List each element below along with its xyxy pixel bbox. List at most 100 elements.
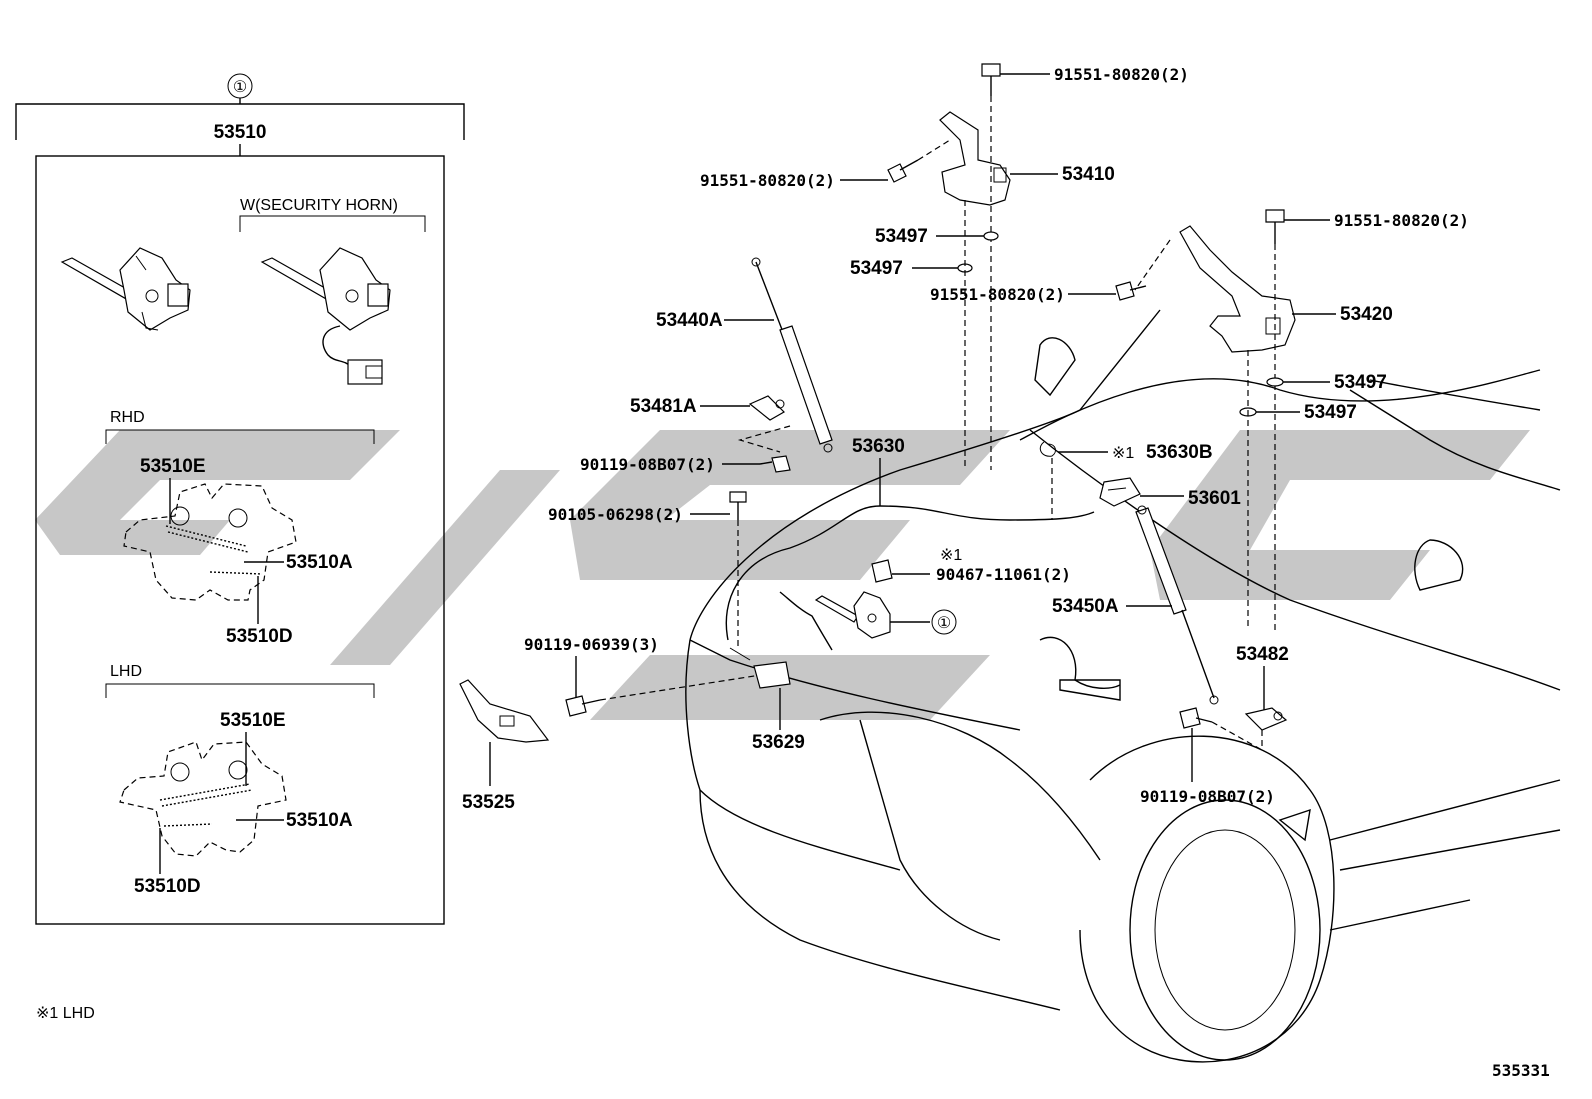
clamp-marker: ※1 <box>940 547 962 564</box>
clip-lhd-label: 53630B <box>1146 442 1213 463</box>
rhd-bracket <box>105 429 375 444</box>
hood-lock-assembly-icon <box>60 247 191 331</box>
security-horn-bracket <box>239 215 426 232</box>
watermark-shape-1 <box>35 430 400 555</box>
rhd-spring-e-label: 53510E <box>140 456 206 477</box>
bolt-bracket-right-guide <box>1211 721 1263 751</box>
windshield-base <box>1369 379 1541 411</box>
bolt-latch-guide <box>599 671 781 701</box>
washer-2-label: 53497 <box>850 258 903 279</box>
bracket-left-label: 53481A <box>630 396 697 417</box>
watermark-shape-3 <box>570 430 1010 580</box>
cover-label: 53525 <box>462 792 515 813</box>
bolt-latch-icon <box>565 695 601 717</box>
hood-lock-icon <box>814 591 891 639</box>
bolt-bracket-left-label: 90119-08B07(2) <box>580 455 715 474</box>
bolt-mid-label: 91551-80820(2) <box>930 285 1065 304</box>
mirror-left <box>1034 337 1076 397</box>
lhd-label: LHD <box>110 663 142 680</box>
washer-1-label: 53497 <box>875 226 928 247</box>
bolt-bracket-right-icon <box>1179 707 1213 729</box>
bolt-mid-icon <box>1115 281 1147 301</box>
release-cable-line <box>725 505 1095 641</box>
hood-support-left-icon <box>751 257 833 453</box>
hood-lock-with-switch-icon <box>260 247 391 385</box>
bolt-right-top-label: 91551-80820(2) <box>1334 211 1469 230</box>
bolt-bracket-right-label: 90119-08B07(2) <box>1140 787 1275 806</box>
footnote: ※1 LHD <box>36 1005 95 1022</box>
cover-icon <box>459 679 550 743</box>
front-wheel-arch <box>1079 735 1335 1063</box>
hood-left-edge <box>689 309 1161 641</box>
screw-label: 90105-06298(2) <box>548 505 683 524</box>
hinge-left-label: 53410 <box>1062 164 1115 185</box>
hood-lock-marker: ① <box>937 615 951 632</box>
washer-r1-label: 53497 <box>1334 372 1387 393</box>
inset-box <box>35 155 445 925</box>
grille-outline <box>819 711 1101 861</box>
bolt-latch-label: 90119-06939(3) <box>524 635 659 654</box>
rhd-spring-a-label: 53510A <box>286 552 353 573</box>
hood-hinge-left-icon <box>939 111 1011 206</box>
bolt-top-icon <box>981 63 1001 96</box>
front-wheel <box>1129 799 1321 1061</box>
latch-guide-label: 53629 <box>752 732 805 753</box>
lhd-spring-d-label: 53510D <box>134 876 201 897</box>
screw-icon <box>729 491 747 520</box>
security-horn-label: W(SECURITY HORN) <box>240 197 398 214</box>
watermark-logo <box>35 430 1530 720</box>
grille-inner <box>859 719 1001 941</box>
body-side-lines <box>1329 779 1561 931</box>
a-pillar <box>1349 389 1561 491</box>
release-lever-icon <box>1099 477 1141 507</box>
hood-lock-marker-circle <box>931 609 957 635</box>
cowl-line <box>1019 369 1541 441</box>
assembly-inset: ① 53510 W(SECURITY HORN) RHD <box>15 73 465 925</box>
lhd-latch-plate-icon <box>119 741 287 857</box>
latch-guide-icon <box>729 647 791 689</box>
fender-marker <box>1278 808 1311 842</box>
cable-label: 53630 <box>852 436 905 457</box>
bracket-left-guide <box>737 425 791 453</box>
bolt-top-label: 91551-80820(2) <box>1054 65 1189 84</box>
watermark-shape-5 <box>1150 430 1530 600</box>
rhd-label: RHD <box>110 409 145 426</box>
hinge-right-guide <box>1134 239 1171 291</box>
bracket-left-icon <box>748 395 785 421</box>
bolt-bracket-left-icon <box>759 455 791 473</box>
lhd-spring-e-label: 53510E <box>220 710 286 731</box>
lhd-spring-a-label: 53510A <box>286 810 353 831</box>
bolt-hinge-left-side-icon <box>887 159 919 183</box>
lever-label: 53601 <box>1188 488 1241 509</box>
lhd-bracket <box>105 683 375 698</box>
washer-r2-label: 53497 <box>1304 402 1357 423</box>
bolt-right-top-icon <box>1265 209 1285 244</box>
hood-right-edge <box>1029 429 1561 691</box>
washer-1-icon <box>983 231 999 241</box>
watermark-shape-4 <box>590 655 990 720</box>
clip-lhd-icon <box>1039 441 1056 457</box>
vehicle-outline <box>685 309 1561 1063</box>
hinge-right-label: 53420 <box>1340 304 1393 325</box>
hood-front-edge <box>689 639 1021 731</box>
clamp-label: 90467-11061(2) <box>936 565 1071 584</box>
release-cable-branch <box>779 591 833 651</box>
bolt-hinge-left-side-label: 91551-80820(2) <box>700 171 835 190</box>
hood-support-right-icon <box>1135 505 1219 705</box>
diagram-number: 535331 <box>1492 1061 1550 1080</box>
washer-r1-icon <box>1266 377 1284 387</box>
clip-lhd-marker: ※1 <box>1112 445 1134 462</box>
bracket-right-icon <box>1244 707 1288 731</box>
bolt-hinge-left-side-guide <box>917 139 951 161</box>
support-right-label: 53450A <box>1052 596 1119 617</box>
main-part-label: 53510 <box>214 122 267 143</box>
lamp-lens <box>1059 679 1121 701</box>
clamp-icon <box>871 559 893 583</box>
support-left-label: 53440A <box>656 310 723 331</box>
rhd-latch-plate-icon <box>123 483 297 601</box>
assembly-marker: ① <box>233 79 247 96</box>
front-bumper-lower <box>699 789 1061 1011</box>
watermark-shape-2 <box>330 470 560 665</box>
